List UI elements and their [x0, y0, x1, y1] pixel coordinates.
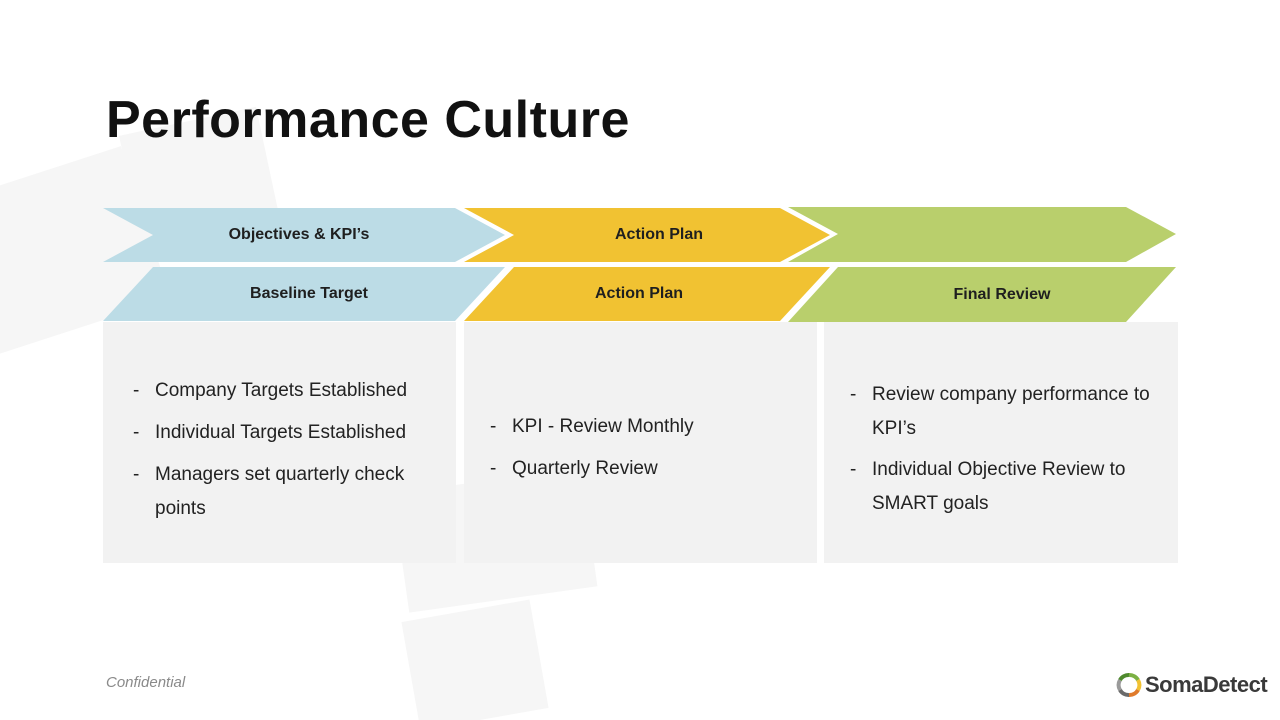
- page-title: Performance Culture: [106, 91, 630, 149]
- list-item: - Company Targets Established: [133, 380, 408, 401]
- chevron-objectives-kpis: Objectives & KPI’s: [103, 208, 505, 262]
- chevron-label: Objectives & KPI’s: [228, 226, 370, 243]
- chevron-action-plan-bottom: Action Plan: [464, 267, 830, 321]
- column-final-review: - Review company performance to KPI’s - …: [824, 322, 1178, 563]
- column-action-plan: - KPI - Review Monthly - Quarterly Revie…: [464, 322, 817, 563]
- list-item: - Review company performance to KPI’s: [850, 384, 1150, 439]
- chevron-label: Baseline Target: [250, 285, 368, 302]
- confidential-label: Confidential: [106, 674, 186, 691]
- list-item: - Individual Targets Established: [133, 422, 407, 443]
- chevron-baseline-target: Baseline Target: [103, 267, 505, 321]
- list-item: - Managers set quarterly check points: [133, 464, 405, 519]
- column-baseline: - Company Targets Established - Individu…: [103, 322, 456, 563]
- somadetect-logo: SomaDetect: [1116, 672, 1268, 698]
- list-item: - KPI - Review Monthly: [490, 416, 694, 437]
- somadetect-ring-icon: [1116, 673, 1142, 697]
- chevron-action-plan-top: Action Plan: [464, 208, 830, 262]
- list-item: - Individual Objective Review to SMART g…: [850, 459, 1126, 514]
- chevron-final-review: Final Review: [788, 267, 1176, 322]
- chevron-green-top: [788, 207, 1176, 262]
- chevron-label: Final Review: [953, 285, 1051, 303]
- logo-text: SomaDetect: [1145, 672, 1268, 697]
- list-item: - Quarterly Review: [490, 458, 658, 479]
- chevron-label: Action Plan: [594, 285, 683, 302]
- chevron-label: Action Plan: [614, 226, 703, 243]
